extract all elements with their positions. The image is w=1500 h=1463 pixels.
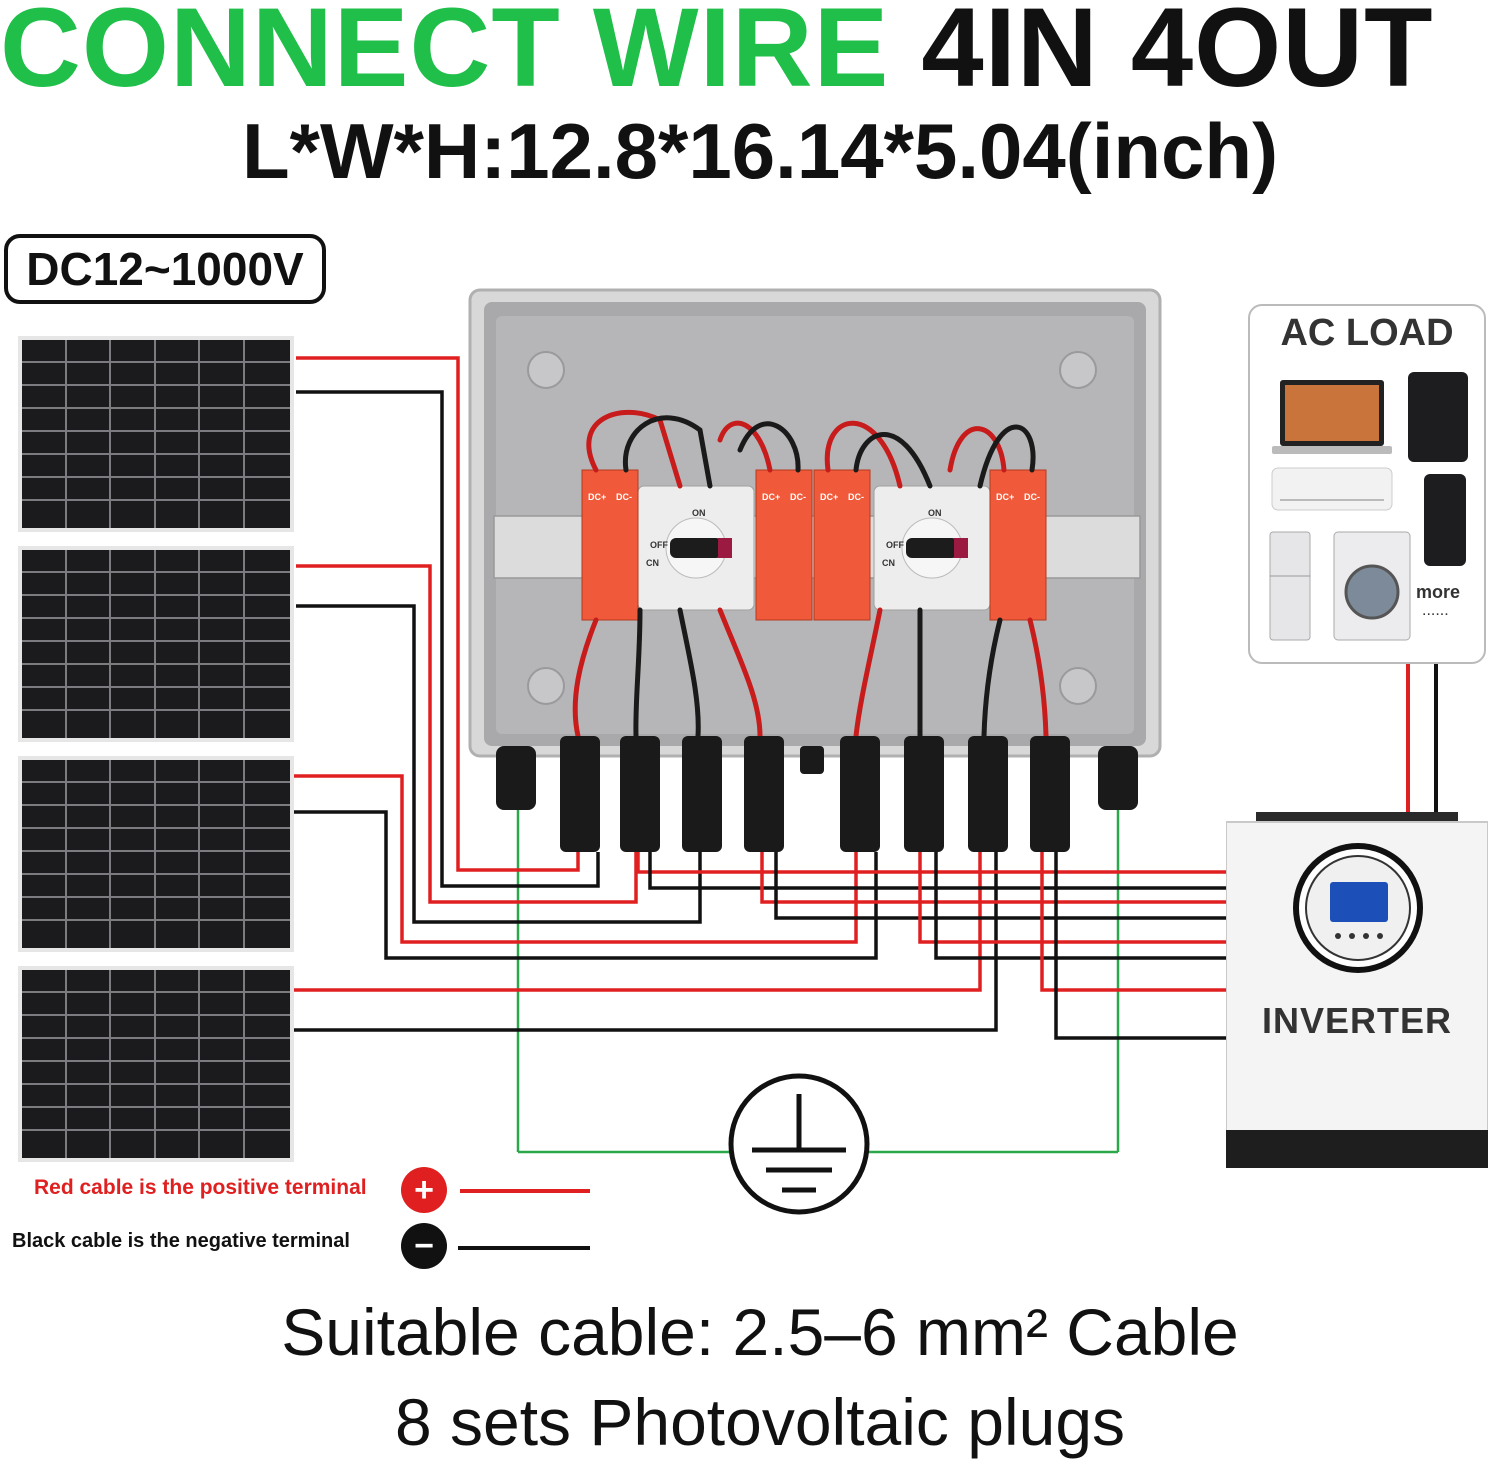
refrigerator-icon	[1269, 531, 1311, 641]
spd-1-plus-label: DC+	[588, 492, 606, 502]
spd-1-minus-label: DC-	[616, 492, 632, 502]
diagram-title: CONNECT WIRE 4IN 4OUT	[0, 0, 1500, 104]
output-wires	[636, 852, 1226, 1040]
switch-1-on-label: ON	[692, 508, 706, 518]
negative-symbol: −	[414, 1227, 434, 1265]
negative-icon	[401, 1223, 447, 1269]
cable-spec: Suitable cable: 2.5–6 mm² Cable	[281, 1295, 1239, 1369]
more-dots: ......	[1422, 602, 1449, 619]
title-black: 4IN 4OUT	[921, 0, 1434, 110]
title-green: CONNECT WIRE	[0, 0, 890, 110]
spd-2-minus-label: DC-	[790, 492, 806, 502]
phone-icon	[1424, 474, 1466, 566]
spd-3-minus-label: DC-	[848, 492, 864, 502]
input-wires	[294, 356, 998, 1032]
washing-machine-icon	[1333, 531, 1411, 641]
switch-1-brand: CN	[646, 558, 659, 568]
legend-negative-text: Black cable is the negative terminal	[12, 1230, 350, 1252]
switch-2-off-label: OFF	[886, 540, 904, 550]
switch-2-on-label: ON	[928, 508, 942, 518]
ac-load-title: AC LOAD	[1280, 312, 1454, 354]
solar-panel-3	[18, 756, 294, 952]
laptop-icon	[1272, 380, 1392, 454]
appliance-icons	[1269, 372, 1468, 641]
solar-panel-4	[18, 966, 294, 1162]
voltage-badge: DC12~1000V	[4, 234, 326, 304]
positive-icon	[401, 1167, 447, 1213]
tablet-icon	[1408, 372, 1468, 462]
combiner-box	[468, 288, 1162, 758]
inverter-label: INVERTER	[1261, 1000, 1453, 1041]
more-label: more	[1416, 582, 1461, 602]
spd-3-plus-label: DC+	[820, 492, 838, 502]
solar-panel-1	[18, 336, 294, 532]
ground-symbol	[728, 1073, 870, 1215]
spd-2-plus-label: DC+	[762, 492, 780, 502]
plugs-spec: 8 sets Photovoltaic plugs	[394, 1385, 1126, 1459]
inverter-display	[1330, 882, 1388, 922]
ac-wires	[1406, 660, 1438, 812]
ac-load-box: AC LOAD more ......	[1248, 304, 1486, 664]
switch-2-brand: CN	[882, 558, 895, 568]
inverter	[1226, 812, 1488, 1168]
positive-symbol: +	[414, 1171, 434, 1209]
air-conditioner-icon	[1271, 467, 1393, 511]
switch-1-off-label: OFF	[650, 540, 668, 550]
pv-connectors	[496, 736, 1138, 852]
dimensions-text: L*W*H:12.8*16.14*5.04(inch)	[241, 107, 1279, 195]
legend-positive-text: Red cable is the positive terminal	[34, 1176, 367, 1199]
solar-panel-2	[18, 546, 294, 742]
spd-4-minus-label: DC-	[1024, 492, 1040, 502]
spd-4-plus-label: DC+	[996, 492, 1014, 502]
